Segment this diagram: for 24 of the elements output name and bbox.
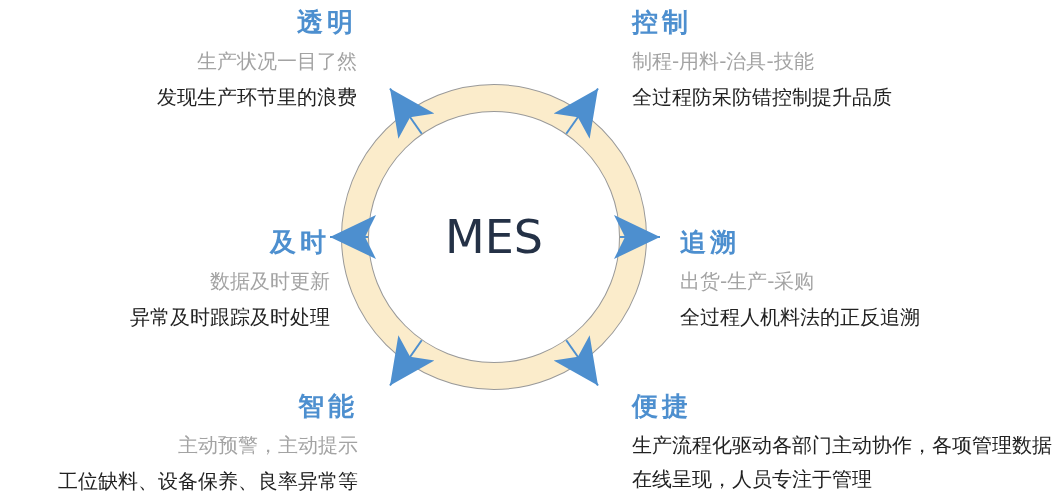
feature-heading: 智能 (297, 390, 358, 423)
arrow (389, 335, 435, 387)
feature-description: 异常及时跟踪及时处理 (129, 304, 330, 331)
feature-description: 发现生产环节里的浪费 (156, 84, 357, 111)
feature-heading: 及时 (268, 226, 330, 259)
arrow (614, 215, 661, 259)
center-title: MES (444, 214, 544, 260)
feature-description: 全过程人机料法的正反追溯 (680, 304, 921, 331)
feature-heading: 透明 (296, 6, 357, 39)
feature-heading: 便捷 (632, 390, 693, 423)
arrow (389, 87, 435, 139)
feature-description: 全过程防呆防错控制提升品质 (632, 84, 893, 111)
feature-description: 制程-用料-治具-技能 (632, 48, 815, 75)
feature-heading: 追溯 (680, 226, 741, 259)
feature-description: 数据及时更新 (209, 268, 330, 295)
arrow (553, 87, 599, 139)
feature-description: 工位缺料、设备保养、良率异常等 (57, 468, 358, 495)
feature-description: 出货-生产-采购 (680, 268, 816, 295)
arrow (329, 215, 376, 259)
feature-description: 生产流程化驱动各部门主动协作，各项管理数据在线呈现，人员专注于管理 (632, 432, 1053, 493)
arrow (553, 335, 599, 387)
feature-description: 生产状况一目了然 (196, 48, 357, 75)
feature-description: 主动预警，主动提示 (177, 432, 358, 459)
feature-heading: 控制 (632, 6, 693, 39)
